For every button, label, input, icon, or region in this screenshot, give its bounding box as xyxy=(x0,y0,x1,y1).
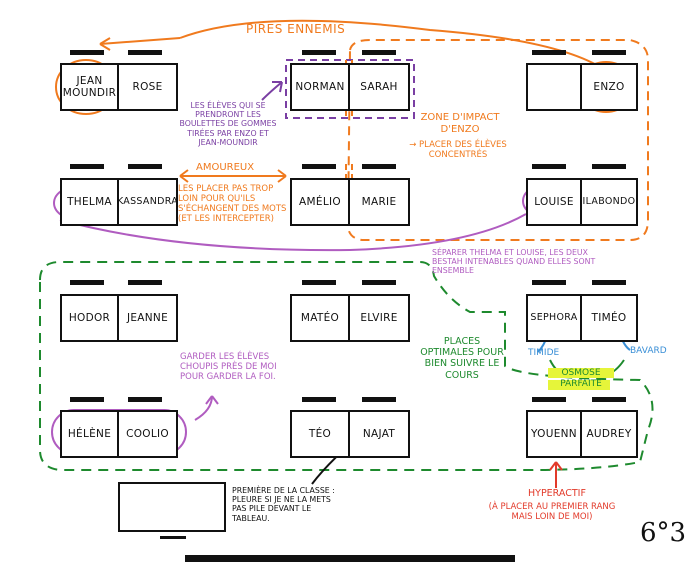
seat-left: MATÉO xyxy=(292,296,350,340)
desk: HODOR JEANNE xyxy=(60,294,178,342)
chair xyxy=(532,164,566,169)
chair xyxy=(532,397,566,402)
note-hyperactif-sub: (À PLACER AU PREMIER RANG MAIS LOIN DE M… xyxy=(488,502,616,523)
note-timide: TIMIDE xyxy=(528,348,560,358)
blackboard-line xyxy=(185,555,515,562)
seat-left: AMÉLIO xyxy=(292,180,350,224)
chair xyxy=(592,280,626,285)
class-label: 6°3 xyxy=(640,518,687,548)
desk: MATÉO ELVIRE xyxy=(290,294,410,342)
seat-left: SEPHORA xyxy=(528,296,582,340)
wall-segment xyxy=(160,536,186,539)
desk: HÉLÈNE COOLIO xyxy=(60,410,178,458)
seat-right: AUDREY xyxy=(586,427,632,440)
chair xyxy=(592,397,626,402)
note-separer: SÉPARER THELMA ET LOUISE, LES DEUX BESTA… xyxy=(432,248,596,276)
seat-right: ELVIRE xyxy=(360,311,398,324)
chair xyxy=(70,397,104,402)
seat-right: NAJAT xyxy=(362,427,396,440)
desk: SEPHORA TIMÉO xyxy=(526,294,638,342)
seat-left: JEAN MOUNDIR xyxy=(62,65,119,109)
seat-right: SARAH xyxy=(360,80,398,93)
chair xyxy=(532,50,566,55)
chair xyxy=(128,397,162,402)
seat-left: YOUENN xyxy=(528,412,582,456)
seat-right: JEANNE xyxy=(126,311,169,324)
chair xyxy=(70,50,104,55)
desk: LOUISE ILABONDO xyxy=(526,178,638,226)
note-garder: GARDER LES ÉLÈVES CHOUPIS PRÈS DE MOI PO… xyxy=(180,352,277,383)
seat-right: ROSE xyxy=(132,80,163,93)
chair xyxy=(362,164,396,169)
desk: AMÉLIO MARIE xyxy=(290,178,410,226)
note-places-optimales: PLACES OPTIMALES POUR BIEN SUIVRE LE COU… xyxy=(420,336,504,381)
teacher-desk xyxy=(118,482,226,532)
note-amoureux-title: AMOUREUX xyxy=(196,162,255,173)
chair xyxy=(532,280,566,285)
seat-right: TIMÉO xyxy=(591,311,627,324)
seat-left xyxy=(528,65,582,109)
desk: JEAN MOUNDIR ROSE xyxy=(60,63,178,111)
note-amoureux-text: LES PLACER PAS TROP LOIN POUR QU'ILS S'É… xyxy=(178,184,287,225)
chair xyxy=(302,164,336,169)
note-zone-impact-sub: → PLACER DES ÉLÈVES CONCENTRÉS xyxy=(409,140,507,161)
seat-right: ILABONDO xyxy=(582,195,636,207)
desk: ENZO xyxy=(526,63,638,111)
seat-right: ENZO xyxy=(593,80,625,93)
note-osmose: OSMOSE PARFAITE xyxy=(560,368,602,389)
chair xyxy=(302,397,336,402)
desk: THELMA KASSANDRA xyxy=(60,178,178,226)
seat-right: COOLIO xyxy=(126,427,169,440)
seat-left: LOUISE xyxy=(528,180,582,224)
seat-left: TÉO xyxy=(292,412,350,456)
seat-left: THELMA xyxy=(62,180,119,224)
chair xyxy=(128,164,162,169)
seat-left: HODOR xyxy=(62,296,119,340)
seat-right: KASSANDRA xyxy=(116,195,179,207)
desk: YOUENN AUDREY xyxy=(526,410,638,458)
chair xyxy=(302,280,336,285)
chair xyxy=(128,280,162,285)
seat-left: HÉLÈNE xyxy=(62,412,119,456)
seat-left: NORMAN xyxy=(292,65,350,109)
chair xyxy=(302,50,336,55)
chair xyxy=(592,164,626,169)
chair xyxy=(70,164,104,169)
desk: TÉO NAJAT xyxy=(290,410,410,458)
chair xyxy=(128,50,162,55)
chair xyxy=(592,50,626,55)
chair xyxy=(70,280,104,285)
note-zone-impact: ZONE D'IMPACT D'ENZO xyxy=(420,112,500,135)
note-boulettes: LES ÉLÈVES QUI SE PRENDRONT LES BOULETTE… xyxy=(179,101,277,147)
desk: NORMAN SARAH xyxy=(290,63,410,111)
chair xyxy=(362,397,396,402)
chair xyxy=(362,280,396,285)
seat-right: MARIE xyxy=(361,195,397,208)
chair xyxy=(362,50,396,55)
note-premiere: PREMIÈRE DE LA CLASSE : PLEURE SI JE NE … xyxy=(232,486,335,523)
note-bavard: BAVARD xyxy=(630,346,667,356)
note-hyperactif: HYPERACTIF xyxy=(528,488,586,499)
title-enemies: PIRES ENNEMIS xyxy=(246,22,346,36)
